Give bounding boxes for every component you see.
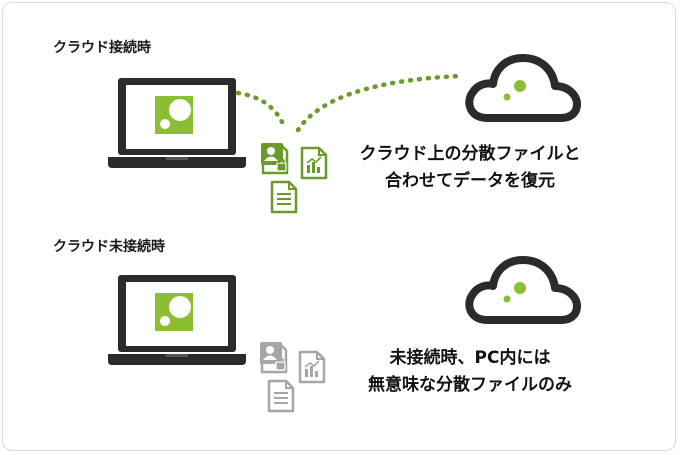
- disconnected-caption-line-2: 無意味な分散ファイルのみ: [368, 375, 572, 395]
- app-logo-icon: [155, 96, 193, 134]
- disconnected-file-group: [258, 340, 326, 413]
- chart-file-icon: [300, 146, 328, 180]
- disconnected-caption-line-1: 未接続時、PC内には: [389, 348, 551, 368]
- connected-file-group: [259, 141, 328, 214]
- connected-caption-line-2: 合わせてデータを復元: [385, 171, 555, 191]
- document-file-icon: [267, 379, 295, 413]
- outer-frame: [2, 2, 676, 451]
- disconnected-cloud-icon: [469, 260, 577, 320]
- connected-caption-line-1: クラウド上の分散ファイルと: [359, 144, 581, 164]
- disconnected-laptop: [108, 275, 246, 365]
- user-lock-file-icon: [258, 340, 288, 374]
- connection-dotted-line-left: [235, 90, 285, 125]
- connected-section-title: クラウド接続時: [53, 40, 151, 56]
- user-lock-file-icon: [259, 141, 289, 175]
- disconnected-section-title: クラウド未接続時: [53, 239, 165, 255]
- document-file-icon: [270, 180, 298, 214]
- chart-file-icon: [298, 350, 326, 384]
- disconnected-caption: 未接続時、PC内には 無意味な分散ファイルのみ: [345, 345, 595, 399]
- connection-dotted-line-right: [295, 73, 463, 133]
- connected-laptop: [108, 78, 246, 168]
- app-logo-icon: [155, 293, 193, 331]
- connected-caption: クラウド上の分散ファイルと 合わせてデータを復元: [345, 141, 595, 195]
- connected-cloud-icon: [469, 58, 577, 118]
